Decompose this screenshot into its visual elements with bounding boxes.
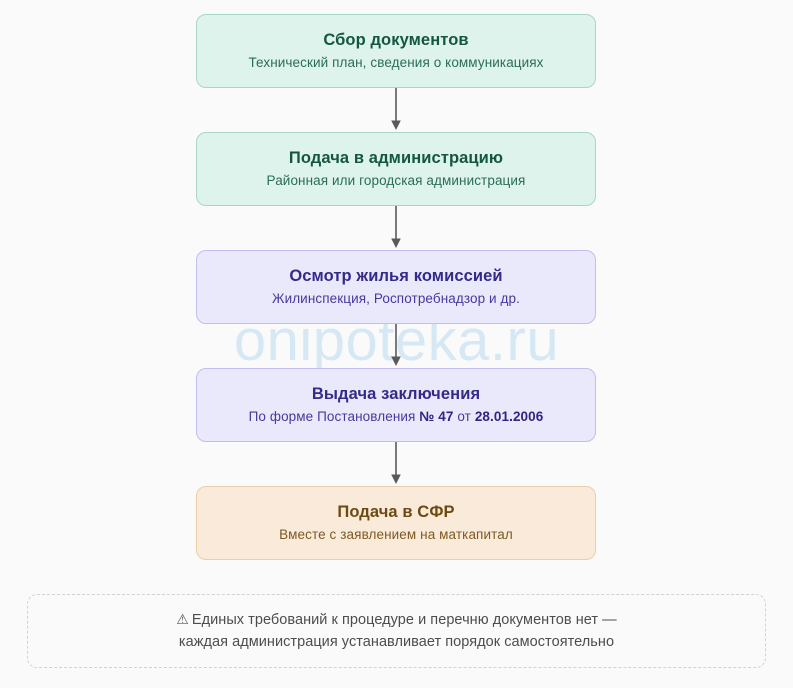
flow-node-title: Сбор документов (323, 30, 469, 49)
subtitle-highlight-document-number: № 47 (419, 408, 454, 424)
footer-note-text-1: Единых требований к процедуре и перечню … (191, 611, 617, 628)
flow-node-osmotr-zhilya-komissiey: Осмотр жилья комиссией Жилинспекция, Рос… (196, 250, 596, 324)
flow-node-subtitle: Жилинспекция, Роспотребнадзор и др. (272, 290, 520, 306)
subtitle-middle: от (453, 408, 475, 424)
flow-node-sbor-dokumentov: Сбор документов Технический план, сведен… (196, 14, 596, 88)
footer-note-line-2: каждая администрация устанавливает поряд… (178, 634, 615, 650)
flow-node-subtitle: Технический план, сведения о коммуникаци… (248, 54, 544, 70)
footer-note: ⚠Единых требований к процедуре и перечню… (27, 594, 766, 668)
flow-connector-arrow-3 (196, 324, 596, 368)
flow-node-title: Выдача заключения (311, 384, 481, 403)
flow-connector-arrow-2 (196, 206, 596, 250)
flow-node-vydacha-zaklyucheniya: Выдача заключения По форме Постановления… (196, 368, 596, 442)
flow-node-podacha-v-sfr: Подача в СФР Вместе с заявлением на матк… (196, 486, 596, 560)
subtitle-lead: По форме Постановления (248, 408, 420, 424)
flow-node-subtitle: По форме Постановления № 47 от 28.01.200… (249, 409, 544, 425)
flow-node-title: Подача в администрацию (288, 148, 504, 167)
flow-node-podacha-v-administraciyu: Подача в администрацию Районная или горо… (196, 132, 596, 206)
subtitle-highlight-date: 28.01.2006 (474, 408, 544, 424)
footer-note-line-1: ⚠Единых требований к процедуре и перечню… (176, 609, 616, 631)
flow-node-subtitle: Вместе с заявлением на маткапитал (279, 526, 513, 542)
warning-triangle-icon: ⚠ (176, 610, 189, 627)
flow-connector-arrow-1 (196, 88, 596, 132)
flow-node-title: Осмотр жилья комиссией (289, 266, 503, 285)
flow-node-title: Подача в СФР (337, 502, 455, 521)
flow-connector-arrow-4 (196, 442, 596, 486)
flow-node-subtitle: Районная или городская администрация (266, 172, 526, 188)
flowchart: Сбор документов Технический план, сведен… (196, 14, 596, 560)
